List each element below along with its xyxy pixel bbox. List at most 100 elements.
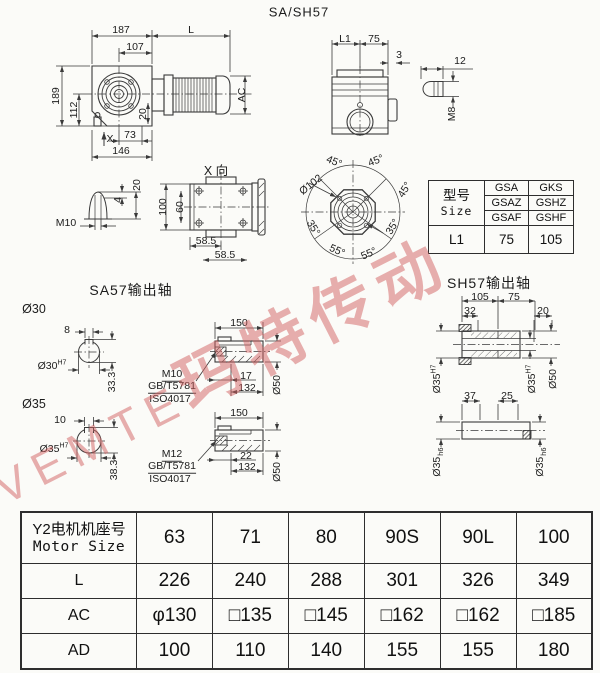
dim-shaftR-35h6: Ø35h6 — [533, 447, 548, 477]
cell: GSAZ — [484, 195, 529, 211]
x-view-dims — [160, 183, 247, 263]
dim-AC: AC — [235, 87, 248, 103]
size-table-header: 型号 Size — [428, 180, 485, 226]
dim-75b: 75 — [508, 290, 520, 303]
sa-section-title: SA57输出轴 — [89, 282, 173, 298]
sa-shaft30 — [195, 322, 281, 396]
row-label-AD: AD — [20, 633, 137, 670]
dim-37: 37 — [464, 389, 476, 402]
dim-333: 33.3 — [105, 371, 118, 393]
x-view-title: X 向 — [203, 163, 229, 178]
x-view-body — [184, 172, 270, 242]
cell: 180 — [515, 633, 593, 670]
cell: GSHF — [528, 210, 574, 226]
label-d30: Ø30 — [22, 301, 46, 316]
sh-shaft-upper — [436, 296, 560, 366]
dim-105: 105 — [471, 290, 489, 303]
motor-header-cn: Y2电机机座号 — [32, 520, 126, 538]
cell: GSHZ — [528, 195, 574, 211]
dim-boreL-35h7: Ø35H7 — [430, 364, 443, 394]
cell: 155 — [439, 633, 517, 670]
dim-M8: M8 — [445, 106, 458, 122]
sa-shaft35 — [197, 412, 281, 475]
motor-table-header: Y2电机机座号 Motor Size — [20, 511, 137, 564]
cell: 90S — [363, 511, 441, 564]
cell: 100 — [515, 511, 593, 564]
dim-17: 17 — [240, 369, 252, 382]
cell: □135 — [211, 598, 289, 634]
side-view-body — [331, 66, 398, 138]
label-gb5781-a: GB/T5781 — [148, 379, 196, 394]
cell: GSAF — [484, 210, 529, 226]
dim-3: 3 — [396, 48, 402, 61]
dim-132b: 132 — [238, 460, 256, 473]
flange-view-body — [301, 160, 405, 264]
size-header-en: Size — [440, 203, 473, 218]
page-title: SA/SH57 — [268, 4, 330, 20]
size-header-cn: 型号 — [443, 188, 470, 204]
dim-boreR-35h7: Ø35H7 — [525, 364, 538, 394]
dim-bore35h7: Ø35H7 — [39, 442, 69, 455]
dim-60: 60 — [173, 201, 186, 213]
dim-25: 25 — [501, 389, 513, 402]
cell: GSA — [484, 180, 529, 196]
cell: □162 — [363, 598, 441, 634]
view-arrow-x: X — [106, 132, 114, 145]
cell: 100 — [136, 633, 213, 670]
dim-189: 189 — [49, 87, 62, 105]
dim-150a: 150 — [230, 316, 248, 329]
dim-L: L — [188, 23, 194, 36]
row-label-L: L — [20, 563, 137, 599]
main-view-dims — [56, 30, 251, 161]
cell: 110 — [211, 633, 289, 670]
cell: 326 — [439, 563, 517, 599]
dim-M10: M10 — [55, 216, 77, 229]
dim-key8: 8 — [64, 323, 70, 336]
dim-100: 100 — [156, 198, 169, 216]
dim-d50a: Ø50 — [270, 375, 283, 395]
label-iso4017-b: ISO4017 — [149, 472, 191, 485]
dim-73: 73 — [124, 128, 136, 141]
label-m12-thread: M12 — [161, 447, 183, 462]
dim-d50b: Ø50 — [270, 462, 283, 482]
cell: GKS — [528, 180, 574, 196]
cell: 80 — [287, 511, 365, 564]
dim-20c: 20 — [537, 304, 549, 317]
dim-12: 12 — [454, 54, 466, 67]
dim-585b: 58.5 — [214, 248, 236, 261]
m8-bolt-detail — [420, 66, 473, 107]
cell: 140 — [287, 633, 365, 670]
cell: 105 — [528, 225, 574, 254]
cell: 301 — [363, 563, 441, 599]
dim-150b: 150 — [230, 406, 248, 419]
cell: □162 — [439, 598, 517, 634]
cell: 226 — [136, 563, 213, 599]
cell: □185 — [515, 598, 593, 634]
cell: φ130 — [136, 598, 213, 634]
side-view-dims — [331, 40, 410, 75]
dim-32: 32 — [464, 304, 476, 317]
cell: 75 — [484, 225, 529, 254]
dim-107: 107 — [126, 40, 144, 53]
cell: 155 — [363, 633, 441, 670]
dim-75: 75 — [368, 32, 380, 45]
label-d35: Ø35 — [22, 396, 46, 411]
dim-key10: 10 — [54, 413, 66, 426]
cell: 240 — [211, 563, 289, 599]
label-gb5781-b: GB/T5781 — [148, 459, 196, 474]
dim-146: 146 — [112, 144, 130, 157]
cell: 63 — [136, 511, 213, 564]
cell: 90L — [439, 511, 517, 564]
motor-header-en: Motor Size — [32, 539, 126, 556]
bore30-detail — [68, 328, 116, 374]
dim-bore30h7: Ø30H7 — [37, 359, 67, 372]
main-view-body — [84, 65, 252, 130]
dim-shaftL-35h6: Ø35h6 — [430, 447, 445, 477]
dim-132a: 132 — [238, 381, 256, 394]
sh-section-title: SH57输出轴 — [446, 275, 532, 291]
dim-20b: 20 — [130, 179, 143, 191]
cell-l1-label: L1 — [428, 225, 485, 254]
label-m10-thread: M10 — [161, 367, 183, 382]
